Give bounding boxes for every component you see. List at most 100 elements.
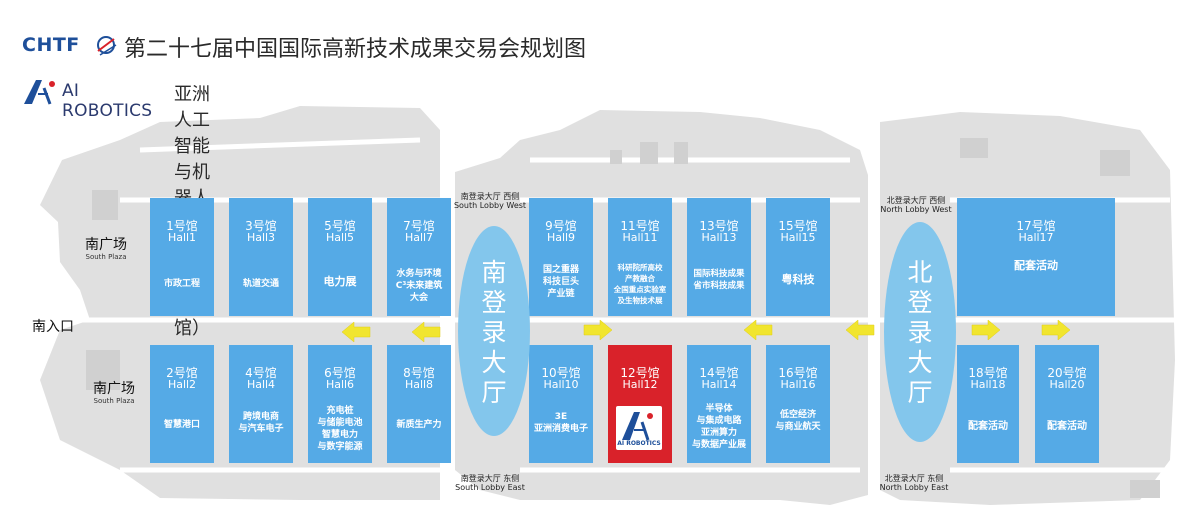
hall-number-en: Hall2 bbox=[167, 378, 197, 391]
ground-details bbox=[86, 138, 1160, 498]
hall-9[interactable]: 9号馆 Hall9 国之重器科技巨头产业链 bbox=[529, 198, 593, 316]
hall-number: 14号馆 bbox=[699, 366, 739, 380]
hall-description: 跨境电商与汽车电子 bbox=[238, 412, 284, 434]
hall-description: 充电桩与储能电池智慧电力与数字能源 bbox=[317, 406, 363, 452]
caption-cn: 北登录大厅 东侧 bbox=[884, 474, 944, 483]
north-lobby-west-caption: 北登录大厅 西侧 North Lobby West bbox=[868, 196, 964, 214]
hall-description: 新质生产力 bbox=[396, 420, 442, 430]
hall-number-en: Hall9 bbox=[546, 231, 576, 244]
hall-number-en: Hall18 bbox=[970, 378, 1006, 391]
arrow-right bbox=[1041, 319, 1071, 341]
hall-number: 15号馆 bbox=[778, 219, 818, 233]
hall-16[interactable]: 16号馆 Hall16 低空经济与商业航天 bbox=[766, 345, 830, 463]
caption-en: North Lobby West bbox=[880, 205, 952, 214]
caption-cn: 南登录大厅 西侧 bbox=[460, 192, 520, 201]
plaza-name-en: South Plaza bbox=[93, 397, 135, 405]
ai-robotics-brand-text: AI ROBOTICS bbox=[62, 81, 153, 121]
hall-description: 配套活动 bbox=[1047, 421, 1087, 432]
hall-3[interactable]: 3号馆 Hall3 轨道交通 bbox=[229, 198, 293, 316]
arrow-left bbox=[845, 319, 875, 341]
hall-2[interactable]: 2号馆 Hall2 智慧港口 bbox=[150, 345, 214, 463]
south-plaza-label-north: 南广场 South Plaza bbox=[76, 234, 136, 261]
caption-en: South Lobby West bbox=[453, 201, 527, 210]
chtf-logo bbox=[97, 36, 117, 56]
hall-number-en: Hall6 bbox=[325, 378, 355, 391]
hall-description: 电力展 bbox=[323, 275, 357, 288]
south-lobby-east-caption: 南登录大厅 东侧 South Lobby East bbox=[440, 474, 540, 492]
hall-5[interactable]: 5号馆 Hall5 电力展 bbox=[308, 198, 372, 316]
hall-12-logo-text: AI ROBOTICS bbox=[617, 440, 661, 447]
hall-number: 2号馆 bbox=[166, 366, 198, 380]
ai-robotics-logo-icon bbox=[616, 406, 662, 450]
hall-number: 8号馆 bbox=[403, 366, 435, 380]
hall-description: 科研院所高校产教融合全国重点实验室及生物技术展 bbox=[613, 263, 667, 305]
hall-14[interactable]: 14号馆 Hall14 半导体与集成电路亚洲算力与数据产业展 bbox=[687, 345, 751, 463]
hall-1[interactable]: 1号馆 Hall1 市政工程 bbox=[150, 198, 214, 316]
hall-number-en: Hall11 bbox=[622, 231, 658, 244]
hall-20[interactable]: 20号馆 Hall20 配套活动 bbox=[1035, 345, 1099, 463]
caption-cn: 南登录大厅 东侧 bbox=[460, 474, 520, 483]
hall-description: 智慧港口 bbox=[163, 420, 200, 430]
hall-number-en: Hall15 bbox=[780, 231, 816, 244]
hall-6[interactable]: 6号馆 Hall6 充电桩与储能电池智慧电力与数字能源 bbox=[308, 345, 372, 463]
hall-number: 20号馆 bbox=[1047, 366, 1087, 380]
hall-11[interactable]: 11号馆 Hall11 科研院所高校产教融合全国重点实验室及生物技术展 bbox=[608, 198, 672, 316]
hall-number-en: Hall7 bbox=[404, 231, 434, 244]
hall-number: 11号馆 bbox=[620, 219, 660, 233]
arrow-right bbox=[583, 319, 613, 341]
hall-15[interactable]: 15号馆 Hall15 粤科技 bbox=[766, 198, 830, 316]
hall-number-en: Hall1 bbox=[167, 231, 197, 244]
hall-number: 1号馆 bbox=[166, 219, 198, 233]
south-lobby-label: 南登录大厅 bbox=[481, 258, 507, 407]
hall-number: 4号馆 bbox=[245, 366, 277, 380]
plaza-name: 南广场 bbox=[93, 381, 135, 397]
page-title: 第二十七届中国国际高新技术成果交易会规划图 bbox=[124, 37, 587, 62]
hall-13[interactable]: 13号馆 Hall13 国际科技成果省市科技成果 bbox=[687, 198, 751, 316]
hall-number-en: Hall5 bbox=[325, 231, 355, 244]
hall-description: 配套活动 bbox=[968, 421, 1008, 432]
hall-8[interactable]: 8号馆 Hall8 新质生产力 bbox=[387, 345, 451, 463]
hall-description: 市政工程 bbox=[163, 279, 200, 289]
plaza-name-en: South Plaza bbox=[85, 253, 127, 261]
north-lobby[interactable] bbox=[884, 222, 956, 442]
plaza-name: 南广场 bbox=[85, 237, 127, 253]
hall-number-en: Hall10 bbox=[543, 378, 579, 391]
hall-description: 粤科技 bbox=[781, 273, 815, 286]
arrow-left bbox=[341, 321, 371, 343]
arrow-left bbox=[743, 319, 773, 341]
south-lobby[interactable] bbox=[458, 226, 530, 436]
south-lobby-west-caption: 南登录大厅 西侧 South Lobby West bbox=[440, 192, 540, 210]
hall-number-en: Hall14 bbox=[701, 378, 737, 391]
hall-number-en: Hall8 bbox=[404, 378, 434, 391]
hall-description: 国之重器科技巨头产业链 bbox=[542, 265, 579, 299]
hall-4[interactable]: 4号馆 Hall4 跨境电商与汽车电子 bbox=[229, 345, 293, 463]
hall-number-en: Hall4 bbox=[246, 378, 276, 391]
arrow-right bbox=[971, 319, 1001, 341]
hall-description: 低空经济与商业航天 bbox=[775, 410, 821, 432]
hall-number: 17号馆 bbox=[1016, 219, 1056, 233]
hall-17[interactable]: 17号馆 Hall17 配套活动 bbox=[957, 198, 1115, 316]
hall-number-en: Hall20 bbox=[1049, 378, 1085, 391]
hall-number: 16号馆 bbox=[778, 366, 818, 380]
north-lobby-east-caption: 北登录大厅 东侧 North Lobby East bbox=[866, 474, 962, 492]
chtf-brand-text: CHTF bbox=[22, 34, 80, 56]
subtitle-row: AI ROBOTICS 亚洲人工智能与机器人产业链展（12号馆） bbox=[22, 78, 215, 339]
hall-number: 9号馆 bbox=[545, 219, 577, 233]
south-entrance-label: 南入口 bbox=[32, 319, 74, 335]
hall-number-en: Hall3 bbox=[246, 231, 276, 244]
hall-number: 18号馆 bbox=[968, 366, 1008, 380]
hall-number: 3号馆 bbox=[245, 219, 277, 233]
hall-number: 12号馆 bbox=[620, 366, 660, 380]
caption-en: North Lobby East bbox=[879, 483, 949, 492]
south-plaza-label-south: 南广场 South Plaza bbox=[84, 378, 144, 405]
hall-18[interactable]: 18号馆 Hall18 配套活动 bbox=[957, 345, 1019, 463]
hall-number-en: Hall13 bbox=[701, 231, 737, 244]
hall-description: 配套活动 bbox=[1014, 259, 1058, 272]
ai-robotics-logo-icon bbox=[24, 80, 55, 105]
hall-number-en: Hall17 bbox=[1018, 231, 1054, 244]
hall-number-en: Hall16 bbox=[780, 378, 816, 391]
